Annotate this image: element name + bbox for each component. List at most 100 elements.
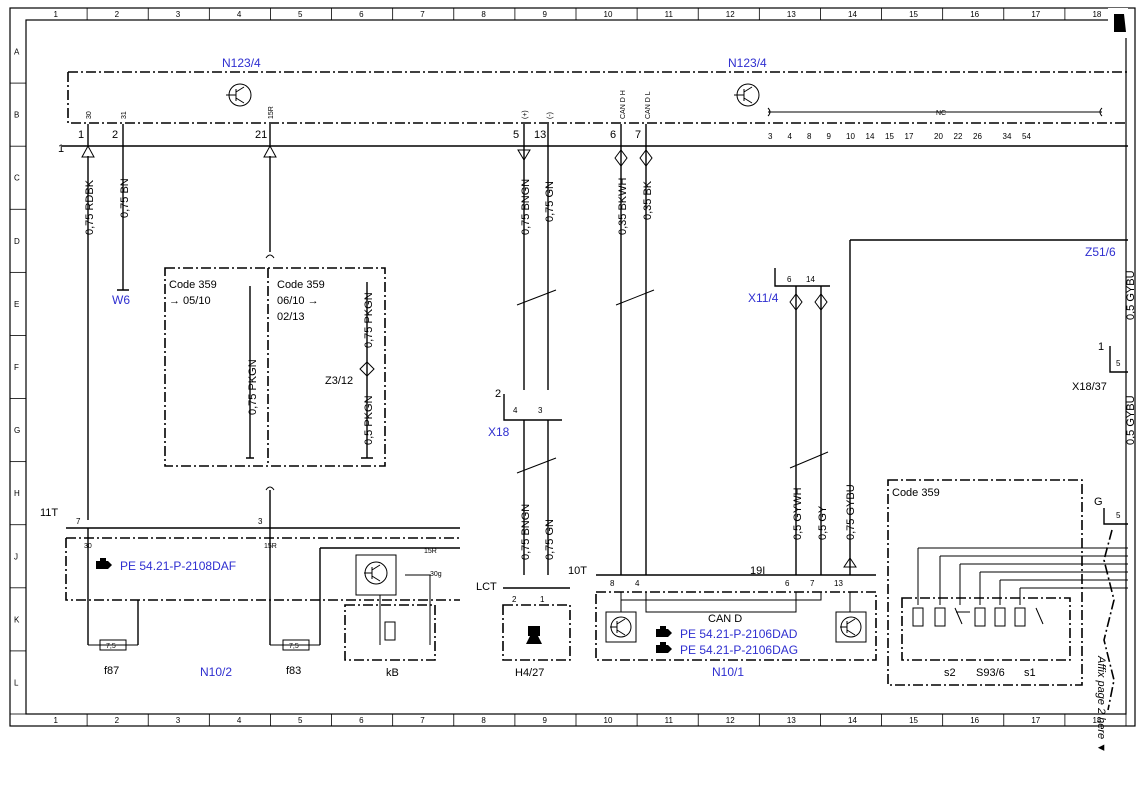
grid-column-17-bottom: 17 — [1031, 716, 1040, 725]
n10-1-internal-wires — [620, 592, 851, 613]
grid-row-B: B — [14, 111, 19, 120]
nc-bracket — [767, 107, 1103, 117]
grid-column-9-bottom: 9 — [542, 716, 547, 725]
n10-1-pin-6: 6 — [785, 579, 790, 588]
wire-label-rdbk: 0,75 RDBK — [84, 179, 96, 235]
n10-1-pin-7: 7 — [810, 579, 815, 588]
code-box-right — [887, 479, 1083, 686]
grid-column-12-top: 12 — [726, 10, 735, 19]
grid-column-5-top: 5 — [298, 10, 303, 19]
grid-column-6-bottom: 6 — [359, 716, 364, 725]
grid-column-10-bottom: 10 — [604, 716, 613, 725]
x18-37-pin-1: 1 — [1098, 341, 1104, 353]
grid-row-H: H — [14, 489, 20, 498]
pin-minus-label: (-) — [547, 112, 554, 119]
label-z51-6: Z51/6 — [1085, 245, 1116, 259]
grid-column-13-top: 13 — [787, 10, 796, 19]
wire-label-pkgn-1: 0,75 PKGN — [247, 359, 259, 415]
transistor-icon — [610, 616, 632, 638]
nc-pin-10: 10 — [846, 132, 855, 141]
nc-pin-17: 17 — [905, 132, 914, 141]
n10-2-break — [265, 486, 275, 491]
wire-label-bk: 0,35 BK — [642, 180, 654, 220]
hand-pointer-icon — [656, 642, 672, 653]
n10-1-pin-13: 13 — [834, 579, 843, 588]
label-z3-12: Z3/12 — [325, 375, 353, 387]
fuse-f87-value: 7,5 — [106, 643, 116, 650]
pin-10t: 10T — [568, 565, 587, 577]
h4-27-pin-1: 1 — [540, 595, 545, 604]
n10-1-transistor-frame-2 — [835, 611, 867, 643]
wire-label-gn-low: 0,75 GN — [544, 519, 556, 560]
ref-2108daf: PE 54.21-P-2108DAF — [120, 559, 236, 573]
grid-column-15-bottom: 15 — [909, 716, 918, 725]
g-bracket — [1103, 508, 1128, 525]
label-kb: kB — [386, 667, 399, 679]
x11-pin-14: 14 — [806, 275, 815, 284]
grid-column-11-top: 11 — [665, 10, 674, 19]
n10-1-pin-4: 4 — [635, 579, 640, 588]
nc-pin-14: 14 — [866, 132, 875, 141]
wire-segments — [81, 124, 655, 575]
affix-page-note: Affix page 2 here ▼ — [1095, 655, 1107, 753]
code-box-c-title: Code 359 — [892, 487, 940, 499]
grid-column-7-top: 7 — [420, 10, 425, 19]
grid-column-14-bottom: 14 — [848, 716, 857, 725]
transistor-icon — [840, 616, 862, 638]
label-lct: LCT — [476, 581, 497, 593]
fuse-f87 — [99, 639, 127, 651]
x11-pin-6: 6 — [787, 275, 792, 284]
grid-column-5-bottom: 5 — [298, 716, 303, 725]
pin-can-h-label: CAN D H — [620, 90, 627, 119]
x11-splice — [789, 451, 829, 469]
wire-label-bkwh: 0,35 BKWH — [617, 177, 629, 235]
grid-column-3-top: 3 — [176, 10, 181, 19]
label-x18: X18 — [488, 425, 510, 439]
fuse-f83 — [282, 639, 310, 651]
label-s2: s2 — [944, 667, 956, 679]
wire-label-pkgn-3: 0,5 PKGN — [363, 395, 375, 445]
nc-pin-26: 26 — [973, 132, 982, 141]
label-x18-37: X18/37 — [1072, 381, 1107, 393]
grid-column-17-top: 17 — [1031, 10, 1040, 19]
z3-connector-icon — [359, 361, 375, 377]
frame-inner — [25, 19, 1127, 715]
x11-wires — [795, 286, 822, 575]
gybu-arrow-icon — [843, 557, 857, 568]
s93-6-switches — [912, 607, 1044, 627]
kb-feed-wire — [319, 547, 460, 645]
s93-6-feed-wires — [918, 547, 1128, 589]
grid-column-18-top: 18 — [1092, 10, 1101, 19]
n123-box-left — [67, 72, 1128, 124]
wire-label-gybu-right-2: 0,5 GYBU — [1125, 395, 1137, 445]
transistor-icon — [364, 561, 388, 585]
n10-2-box — [65, 537, 460, 601]
grid-column-8-top: 8 — [481, 10, 486, 19]
nc-pin-8: 8 — [807, 132, 812, 141]
grid-column-12-bottom: 12 — [726, 716, 735, 725]
wire-label-bn: 0,75 BN — [119, 178, 131, 218]
page-cut-line — [1103, 529, 1115, 711]
pin-15r-label: 15R — [268, 106, 275, 119]
n10-2-wires — [87, 490, 271, 645]
pin-3-n10-2: 3 — [258, 517, 263, 526]
grid-column-15-top: 15 — [909, 10, 918, 19]
wire-label-gybu-right-1: 0,5 GYBU — [1125, 270, 1137, 320]
x18-pin-4: 4 — [513, 406, 518, 415]
hand-pointer-icon — [96, 558, 112, 569]
wire-label-gywh: 0,5 GYWH — [792, 487, 804, 540]
z51-wire — [849, 239, 1128, 575]
kb-box — [344, 604, 436, 661]
nc-pin-3: 3 — [768, 132, 773, 141]
code-box-wires — [246, 282, 373, 459]
grid-column-2-bottom: 2 — [115, 716, 120, 725]
grid-column-1-bottom: 1 — [54, 716, 59, 725]
transistor-icon — [226, 83, 252, 107]
label-s93-6: S93/6 — [976, 667, 1005, 679]
nc-pin-34: 34 — [1003, 132, 1012, 141]
pin-13: 13 — [534, 129, 546, 141]
code-box-a-date: → 05/10 — [169, 295, 211, 307]
nc-label: NC — [936, 110, 946, 117]
pin-g: G — [1094, 496, 1103, 508]
